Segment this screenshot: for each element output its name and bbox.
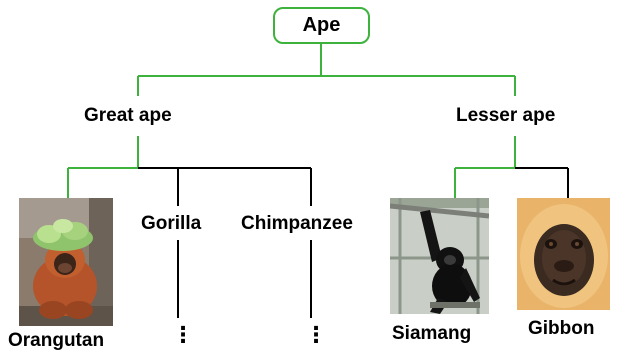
node-chimpanzee: Chimpanzee	[241, 213, 353, 234]
chimpanzee-continued: ⋮	[305, 322, 327, 347]
root-node-ape: Ape	[273, 7, 370, 44]
siamang-photo	[390, 198, 489, 314]
gibbon-photo	[517, 198, 610, 310]
node-gibbon: Gibbon	[528, 318, 595, 339]
node-orangutan: Orangutan	[8, 330, 105, 351]
gorilla-continued: ⋮	[172, 322, 194, 347]
orangutan-photo	[19, 198, 113, 326]
node-gorilla: Gorilla	[141, 213, 202, 234]
node-great-ape: Great ape	[84, 105, 172, 126]
node-siamang: Siamang	[392, 323, 472, 344]
node-lesser-ape: Lesser ape	[456, 105, 556, 126]
root-label: Ape	[302, 14, 341, 36]
